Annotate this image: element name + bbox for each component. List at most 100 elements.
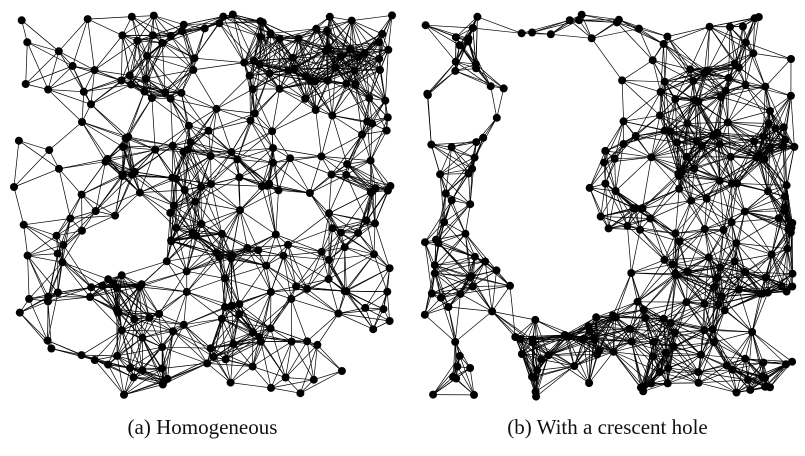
- network-edge: [716, 277, 719, 305]
- network-edge: [254, 113, 273, 132]
- network-edge: [455, 16, 478, 38]
- network-edge: [744, 331, 753, 359]
- network-edge: [717, 132, 757, 158]
- network-edge: [440, 297, 456, 343]
- network-edge: [62, 262, 92, 288]
- network-node: [138, 366, 147, 375]
- network-edge: [295, 286, 339, 314]
- network-edge: [693, 63, 735, 82]
- network-edge: [195, 235, 217, 254]
- network-node: [167, 237, 176, 246]
- network-node: [192, 231, 201, 240]
- network-edge: [736, 141, 755, 184]
- network-edge: [652, 60, 666, 82]
- network-edge: [139, 286, 187, 293]
- network-edge: [550, 19, 580, 35]
- network-edge: [677, 142, 702, 147]
- network-edge: [726, 362, 764, 366]
- network-edge: [239, 147, 274, 178]
- network-node: [782, 360, 790, 369]
- network-edge: [170, 35, 195, 59]
- network-node: [255, 60, 264, 69]
- network-edge: [635, 91, 661, 137]
- network-node: [761, 374, 769, 383]
- network-edge: [744, 211, 772, 255]
- network-edge: [186, 270, 225, 279]
- network-edge: [219, 22, 261, 38]
- network-edge: [133, 319, 143, 371]
- network-edge: [438, 193, 447, 244]
- network-edge: [175, 201, 196, 229]
- network-edge: [618, 19, 668, 37]
- network-edge: [713, 286, 739, 291]
- network-edge: [674, 303, 705, 333]
- network-edge: [142, 313, 160, 339]
- network-edge: [731, 183, 738, 223]
- network-edge: [643, 274, 677, 311]
- network-edge: [708, 257, 719, 305]
- network-edge: [23, 224, 64, 246]
- network-edge: [116, 355, 125, 395]
- network-edge: [158, 291, 188, 315]
- network-node: [790, 142, 799, 151]
- network-edge: [145, 42, 163, 79]
- network-edge: [200, 155, 211, 188]
- network-edge: [675, 200, 692, 234]
- network-edge: [223, 16, 261, 22]
- network-edge: [346, 267, 390, 292]
- network-node: [499, 84, 508, 93]
- network-edge: [670, 322, 702, 356]
- network-edge: [613, 351, 644, 387]
- network-edge: [368, 98, 373, 124]
- network-node: [182, 267, 191, 276]
- network-node: [25, 294, 34, 303]
- network-edge: [457, 366, 475, 396]
- network-edge: [738, 289, 753, 333]
- network-node: [787, 223, 796, 232]
- network-node: [17, 16, 26, 25]
- network-node: [366, 188, 375, 197]
- network-edge: [630, 229, 641, 274]
- network-edge: [90, 80, 122, 105]
- network-node: [451, 337, 460, 346]
- network-edge: [321, 156, 371, 161]
- network-node: [683, 119, 692, 128]
- network-node: [121, 134, 130, 143]
- network-edge: [615, 190, 628, 227]
- network-node: [671, 95, 680, 104]
- network-node: [730, 257, 739, 266]
- network-node: [714, 300, 723, 309]
- network-edge: [134, 319, 163, 348]
- network-node: [385, 264, 394, 273]
- network-edge: [152, 24, 184, 36]
- network-node: [217, 314, 226, 323]
- network-edge: [210, 313, 240, 349]
- network-node: [104, 275, 113, 284]
- network-node: [365, 94, 374, 103]
- network-edge: [287, 70, 316, 111]
- network-edge: [25, 65, 73, 85]
- network-edge: [134, 318, 184, 326]
- network-node: [449, 372, 458, 381]
- network-edge: [161, 324, 185, 348]
- network-edge: [786, 146, 795, 186]
- network-edge: [172, 125, 190, 146]
- network-edge: [465, 233, 476, 257]
- network-edge: [351, 20, 380, 59]
- caption-a-title: Homogeneous: [156, 415, 278, 439]
- network-edge: [18, 140, 50, 151]
- network-edge: [327, 20, 352, 48]
- network-node: [215, 19, 224, 28]
- network-edge: [751, 293, 763, 333]
- network-edge: [424, 242, 433, 294]
- network-edge: [190, 141, 238, 160]
- homogeneous-network-graph: [10, 10, 396, 399]
- network-edge: [724, 261, 735, 311]
- network-node: [325, 12, 334, 21]
- network-edge: [670, 275, 677, 324]
- network-edge: [221, 278, 226, 319]
- network-edge: [744, 210, 785, 212]
- network-node: [324, 43, 333, 52]
- network-edge: [752, 16, 760, 54]
- network-edge: [535, 365, 575, 397]
